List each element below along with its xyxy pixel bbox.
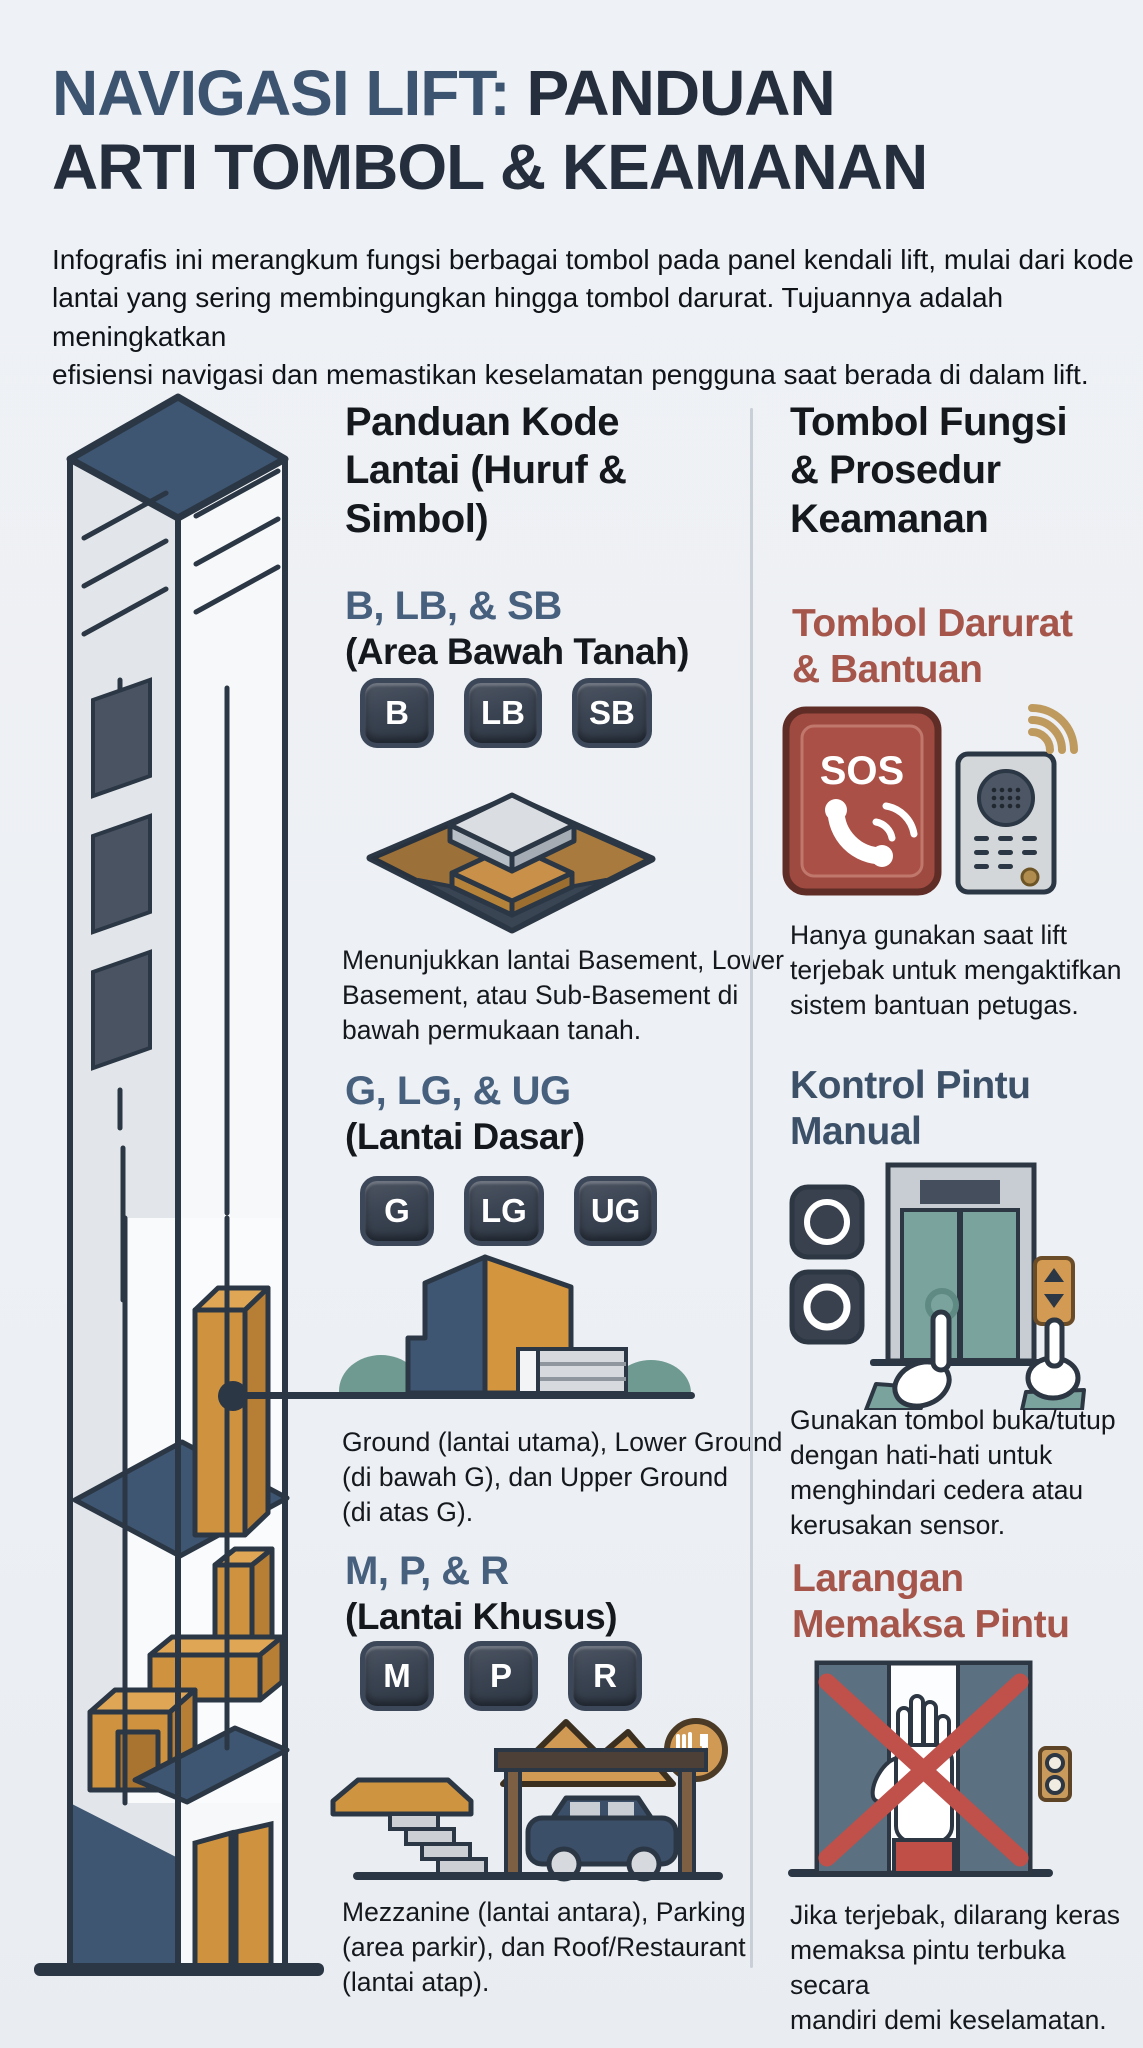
special-subtitle: (Lantai Khusus) bbox=[345, 1596, 618, 1638]
mezzanine-stairs bbox=[330, 1777, 488, 1876]
emergency-description: Hanya gunakan saat lift terjebak untuk m… bbox=[790, 920, 1122, 1020]
shaft-bottom-face bbox=[70, 1803, 178, 1966]
door-side-panel bbox=[1038, 1746, 1072, 1802]
key-LB: LB bbox=[464, 678, 542, 748]
key-G: G bbox=[360, 1176, 434, 1246]
intro-paragraph: Infografis ini merangkum fungsi berbagai… bbox=[52, 244, 1134, 391]
callout-dot bbox=[218, 1381, 248, 1411]
key-P: P bbox=[464, 1641, 538, 1711]
no-forcing-illustration bbox=[788, 1660, 1072, 1877]
sos-label: SOS bbox=[820, 749, 904, 793]
no-forcing-heading: Larangan Memaksa Pintu bbox=[792, 1557, 1070, 1647]
basement-layers-illustration bbox=[366, 792, 656, 934]
key-SB: SB bbox=[572, 678, 652, 748]
sleeve-cuff bbox=[892, 1838, 956, 1875]
page-title-main: PANDUAN ARTI TOMBOL & KEAMANAN bbox=[52, 57, 928, 204]
carport-baseline bbox=[353, 1872, 723, 1880]
elevator-doors bbox=[885, 1162, 1037, 1364]
floor-display bbox=[920, 1180, 1000, 1204]
mezzanine-parking-roof-illustration bbox=[330, 1718, 728, 1882]
sos-button: SOS bbox=[782, 706, 942, 896]
basement-code-heading: B, LB, & SB bbox=[345, 584, 562, 628]
elevator-shaft-illustration bbox=[34, 393, 324, 1976]
forbidden-x-icon bbox=[818, 1673, 1029, 1867]
door-control-heading: Kontrol Pintu Manual bbox=[790, 1064, 1031, 1154]
column-divider bbox=[750, 408, 753, 1968]
building-blue-wing bbox=[405, 1254, 488, 1395]
basement-description: Menunjukkan lantai Basement, Lower Basem… bbox=[342, 945, 784, 1045]
phone-icon bbox=[825, 799, 918, 867]
bush-right bbox=[611, 1360, 691, 1395]
shaft-baseline bbox=[34, 1963, 324, 1976]
bush-left bbox=[339, 1355, 423, 1395]
signal-waves-icon bbox=[1028, 704, 1078, 754]
key-UG: UG bbox=[573, 1176, 658, 1246]
intercom-panel bbox=[955, 751, 1057, 895]
special-code-heading: M, P, & R bbox=[345, 1549, 509, 1593]
floor-codes-column-title: Panduan Kode Lantai (Huruf & Simbol) bbox=[345, 400, 627, 541]
intercom-call-button bbox=[1020, 867, 1040, 887]
basement-layer bbox=[447, 792, 577, 874]
ground-code-heading: G, LG, & UG bbox=[345, 1069, 571, 1113]
section-special: M, P, & R (Lantai Khusus) bbox=[345, 1548, 618, 1639]
key-M: M bbox=[360, 1641, 434, 1711]
speaker-icon bbox=[977, 769, 1035, 827]
emergency-heading: Tombol Darurat & Bantuan bbox=[792, 602, 1073, 692]
basement-key-row: B LB SB bbox=[360, 678, 652, 748]
callout-line bbox=[233, 1392, 695, 1399]
no-forcing-description: Jika terjebak, dilarang keras memaksa pi… bbox=[790, 1900, 1120, 2035]
sos-intercom-illustration: SOS bbox=[782, 704, 1078, 896]
pointing-hand-right-icon bbox=[1020, 1317, 1086, 1410]
page-title-accent: NAVIGASI LIFT: bbox=[52, 57, 511, 129]
door-control-illustration bbox=[789, 1162, 1086, 1410]
elevator-car-block bbox=[192, 1285, 271, 1538]
shaft-bottom-doors bbox=[192, 1820, 274, 1969]
section-ground: G, LG, & UG (Lantai Dasar) bbox=[345, 1068, 585, 1159]
page-title: NAVIGASI LIFT: PANDUAN ARTI TOMBOL & KEA… bbox=[52, 56, 972, 204]
section-basement: B, LB, & SB (Area Bawah Tanah) bbox=[345, 583, 689, 674]
ground-building-illustration bbox=[339, 1254, 691, 1395]
carport bbox=[494, 1748, 708, 1876]
key-R: R bbox=[568, 1641, 642, 1711]
pointing-hand-left-icon bbox=[864, 1309, 952, 1410]
key-LG: LG bbox=[464, 1176, 544, 1246]
special-key-row: M P R bbox=[360, 1641, 642, 1711]
ground-description: Ground (lantai utama), Lower Ground (di … bbox=[342, 1427, 783, 1527]
building-awning bbox=[516, 1347, 628, 1395]
shaft-windows bbox=[91, 677, 152, 1071]
door-control-description: Gunakan tombol buka/tutup dengan hati-ha… bbox=[790, 1405, 1116, 1540]
key-B: B bbox=[360, 678, 434, 748]
safety-column-title: Tombol Fungsi & Prosedur Keamanan bbox=[790, 400, 1068, 541]
call-button-panel bbox=[1033, 1256, 1075, 1326]
ground-key-row: G LG UG bbox=[360, 1176, 658, 1246]
special-description: Mezzanine (lantai antara), Parking (area… bbox=[342, 1897, 746, 1997]
basement-subtitle: (Area Bawah Tanah) bbox=[345, 631, 689, 673]
ground-subtitle: (Lantai Dasar) bbox=[345, 1116, 585, 1158]
car-icon bbox=[525, 1795, 679, 1882]
shaft-edges bbox=[67, 456, 288, 1969]
open-close-buttons bbox=[789, 1184, 865, 1345]
